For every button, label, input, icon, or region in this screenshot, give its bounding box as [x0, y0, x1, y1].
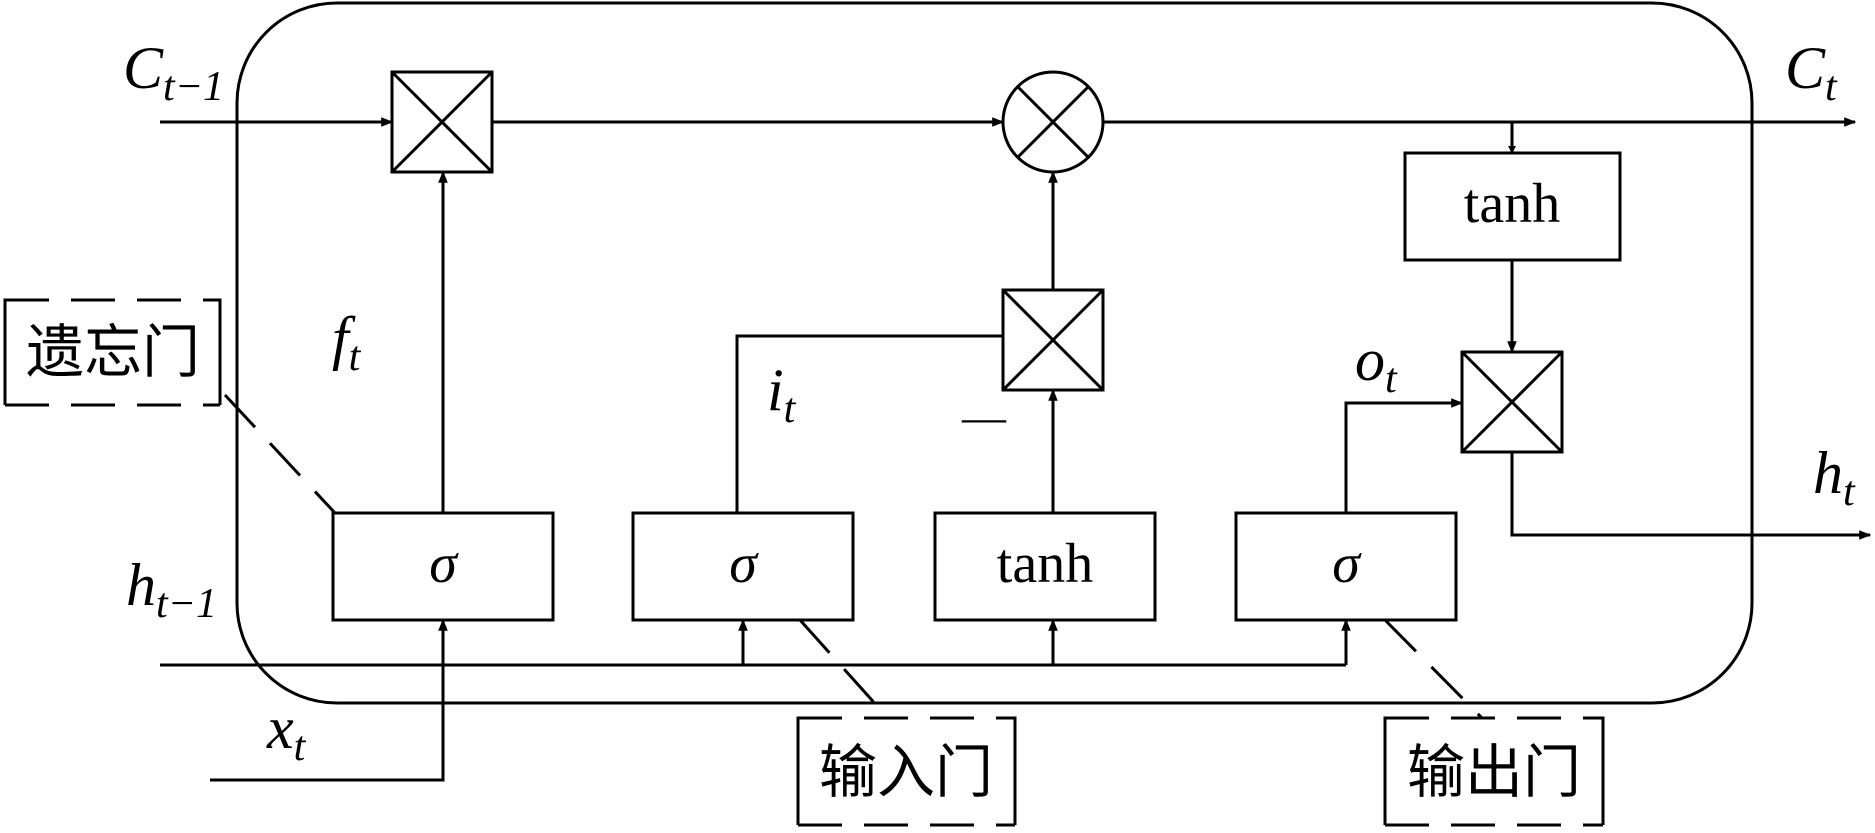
x-input-line [210, 618, 448, 782]
minus-mark: — [961, 393, 1007, 442]
output-gate-arrow [1344, 398, 1464, 513]
o-gate-label: ot [1355, 327, 1398, 402]
tanh-candidate-label: tanh [997, 533, 1093, 595]
output-gate-leader [1383, 618, 1484, 720]
sigma-input-block [631, 511, 855, 622]
input-gate-line [735, 334, 1003, 513]
forget-multiply-op [390, 70, 494, 174]
forget-gate-callout: 遗忘门 [3, 298, 222, 407]
c-next-label: Ct [1785, 35, 1838, 110]
sigma-input-label: σ [729, 533, 759, 595]
forget-gate-leader [223, 393, 337, 515]
input-multiply-op [1001, 288, 1105, 392]
output-gate-callout: 输出门 [1383, 716, 1605, 827]
cell-update-op [1001, 70, 1105, 174]
sigma-output-block [1234, 511, 1458, 622]
output-gate-text: 输出门 [1407, 738, 1581, 806]
tanh-candidate-block [933, 511, 1157, 622]
hidden-output-arrow [1510, 452, 1872, 540]
h-prev-label: ht−1 [126, 552, 217, 627]
h-next-label: ht [1813, 440, 1856, 515]
c-prev-label: Ct−1 [123, 35, 224, 110]
output-multiply-op [1460, 350, 1564, 454]
sigma-output-label: σ [1332, 533, 1362, 595]
f-gate-label: ft [332, 305, 362, 380]
cell-boundary [235, 1, 1754, 705]
x-input-label: xt [266, 695, 307, 770]
input-gate-callout: 输入门 [796, 716, 1017, 827]
input-gate-text: 输入门 [819, 738, 993, 806]
forget-gate-text: 遗忘门 [26, 318, 200, 386]
sigma-forget-label: σ [429, 533, 459, 595]
tanh-cell-label: tanh [1464, 173, 1560, 235]
i-gate-label: it [767, 357, 797, 432]
input-gate-leader [798, 618, 890, 720]
